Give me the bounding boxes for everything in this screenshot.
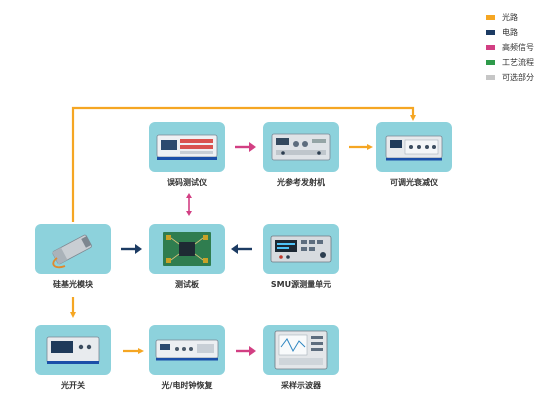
optical-attenuator-icon bbox=[385, 135, 443, 161]
optical-path-module-to-attenuator bbox=[71, 106, 416, 222]
electrical-link-module-to-board-head bbox=[135, 244, 142, 254]
legend-item-electrical: 电路 bbox=[486, 25, 534, 39]
node-clock-recovery-tile bbox=[149, 325, 225, 375]
legend-label-optional: 可选部分 bbox=[502, 72, 534, 82]
legend-item-process-flow: 工艺流程 bbox=[486, 55, 534, 69]
legend-swatch-high-frequency bbox=[486, 44, 495, 50]
node-optical-reference-transmitter-tile bbox=[263, 122, 339, 172]
node-sampling-oscilloscope-label: 采样示波器 bbox=[281, 381, 321, 390]
legend-label-electrical: 电路 bbox=[502, 27, 518, 37]
smu-icon bbox=[270, 235, 332, 263]
legend-item-high-frequency: 高频信号 bbox=[486, 40, 534, 54]
node-sampling-oscilloscope-tile bbox=[263, 325, 339, 375]
rf-link-ber-board-head-down bbox=[186, 211, 192, 216]
optical-transmitter-icon bbox=[271, 133, 331, 161]
node-ber-tester-tile bbox=[149, 122, 225, 172]
node-smu-tile bbox=[263, 224, 339, 274]
node-optical-reference-transmitter-label: 光参考发射机 bbox=[277, 178, 325, 187]
node-optical-switch-label: 光开关 bbox=[61, 381, 85, 390]
ber-tester-icon bbox=[156, 134, 218, 160]
legend-label-process-flow: 工艺流程 bbox=[502, 57, 534, 67]
node-variable-optical-attenuator-label: 可调光衰减仪 bbox=[390, 178, 438, 187]
node-optical-switch-tile bbox=[35, 325, 111, 375]
legend-label-optical: 光路 bbox=[502, 12, 518, 22]
rf-link-clock-to-scope-head bbox=[249, 346, 256, 356]
legend-label-high-frequency: 高频信号 bbox=[502, 42, 534, 52]
node-silicon-optical-module-tile bbox=[35, 224, 111, 274]
node-ber-tester-label: 误码测试仪 bbox=[167, 178, 207, 187]
rf-link-ber-board-head-up bbox=[186, 193, 192, 198]
legend-swatch-optical bbox=[486, 14, 495, 20]
clock-recovery-icon bbox=[155, 339, 219, 361]
optical-switch-icon bbox=[46, 336, 100, 364]
legend-item-optional: 可选部分 bbox=[486, 70, 534, 84]
legend: 光路 电路 高频信号 工艺流程 可选部分 bbox=[486, 10, 534, 85]
node-smu-label: SMU源测量单元 bbox=[270, 280, 332, 289]
optical-module-icon bbox=[52, 234, 92, 269]
node-variable-optical-attenuator-tile bbox=[376, 122, 452, 172]
legend-item-optical: 光路 bbox=[486, 10, 534, 24]
node-silicon-optical-module-label: 硅基光模块 bbox=[53, 280, 93, 289]
legend-swatch-electrical bbox=[486, 29, 495, 35]
electrical-link-smu-to-board-head bbox=[231, 244, 238, 254]
legend-swatch-optional bbox=[486, 74, 495, 80]
legend-swatch-process-flow bbox=[486, 59, 495, 65]
test-board-icon bbox=[163, 232, 211, 266]
node-clock-recovery-label: 光/电时钟恢复 bbox=[161, 381, 213, 390]
sampling-oscilloscope-icon bbox=[274, 330, 328, 370]
node-test-board-tile bbox=[149, 224, 225, 274]
rf-link-ber-to-tx-head bbox=[249, 142, 256, 152]
node-test-board-label: 测试板 bbox=[175, 280, 199, 289]
